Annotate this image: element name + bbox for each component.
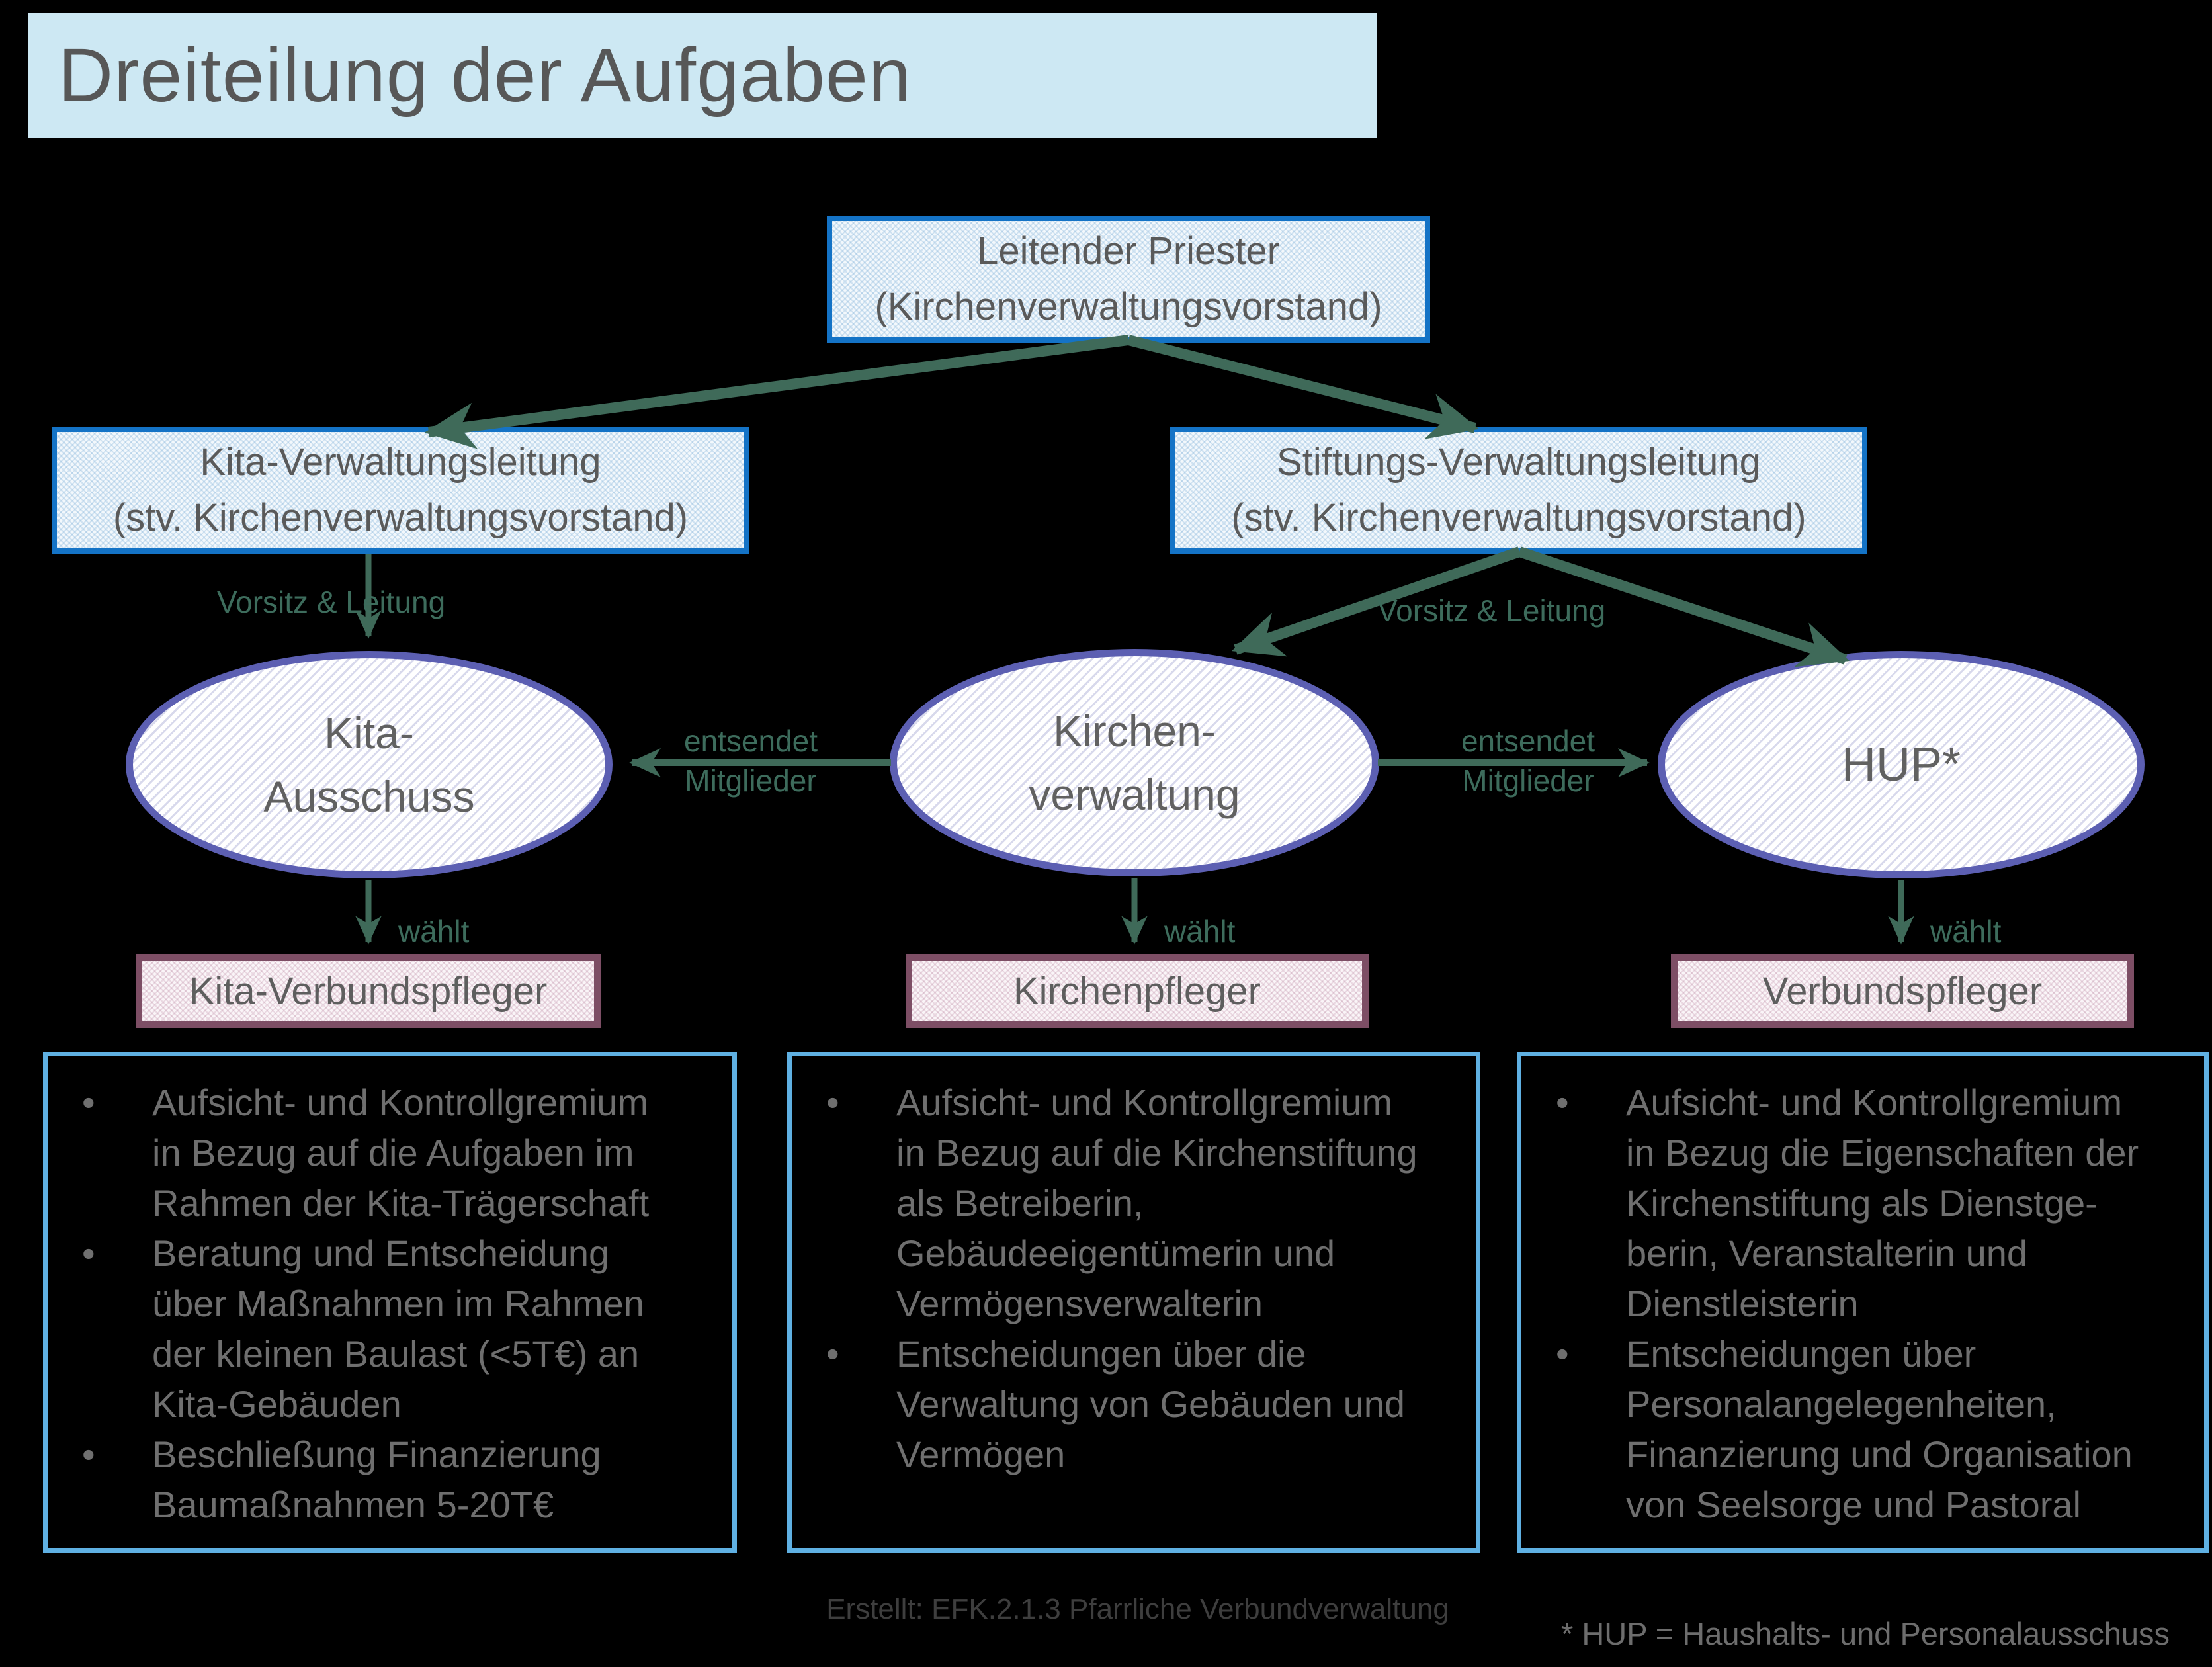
officer-kirchenpfleger: Kirchenpfleger bbox=[906, 954, 1369, 1028]
officer-kita-verbundspfleger-label: Kita-Verbundspfleger bbox=[189, 969, 548, 1013]
list-item: • Aufsicht- und Kontrollgremium in Bezug… bbox=[1556, 1078, 2179, 1329]
panel-kita-ausschuss-tasks: • Aufsicht- und Kontrollgremium in Bezug… bbox=[43, 1052, 737, 1553]
ellipse-kirchenverwaltung: Kirchen- verwaltung bbox=[890, 649, 1379, 876]
node-kita-verwaltungsleitung-line2: (stv. Kirchenverwaltungsvorstand) bbox=[112, 496, 689, 539]
panel-kirchenverwaltung-tasks: • Aufsicht- und Kontrollgremium in Bezug… bbox=[787, 1052, 1480, 1553]
node-leitender-priester: Leitender Priester (Kirchenverwaltungsvo… bbox=[827, 216, 1430, 343]
task-text: Beratung und Entscheidung über Maßnahmen… bbox=[152, 1232, 644, 1425]
node-stiftungs-verwaltungsleitung-line1: Stiftungs-Verwaltungsleitung bbox=[1277, 441, 1761, 484]
footer-hup-footnote: * HUP = Haushalts- und Personalausschuss bbox=[1560, 1616, 2170, 1651]
node-kita-verwaltungsleitung-line1: Kita-Verwaltungsleitung bbox=[200, 441, 601, 484]
title-bar: Dreiteilung der Aufgaben bbox=[28, 13, 1377, 138]
panel-hup-tasks: • Aufsicht- und Kontrollgremium in Bezug… bbox=[1517, 1052, 2209, 1553]
ellipse-kirchenverwaltung-line2: verwaltung bbox=[1029, 770, 1240, 819]
edge-label-entsendet-left-line1: entsendet bbox=[683, 724, 818, 758]
edge-label-vorsitz-leitung-left: Vorsitz & Leitung bbox=[217, 585, 446, 619]
task-text: Aufsicht- und Kontrollgremium in Bezug d… bbox=[1626, 1082, 2139, 1324]
task-text: Aufsicht- und Kontrollgremium in Bezug a… bbox=[152, 1082, 650, 1224]
list-item: • Aufsicht- und Kontrollgremium in Bezug… bbox=[82, 1078, 707, 1228]
list-item: • Beschließung Finanzierung Baumaßnahmen… bbox=[82, 1430, 707, 1530]
edge-label-vorsitz-leitung-right: Vorsitz & Leitung bbox=[1377, 593, 1606, 628]
task-text: Aufsicht- und Kontrollgremium in Bezug a… bbox=[896, 1082, 1418, 1324]
list-item: • Entscheidungen über die Verwaltung von… bbox=[826, 1329, 1451, 1480]
bullet-icon: • bbox=[82, 1232, 95, 1274]
ellipse-kita-ausschuss: Kita- Ausschuss bbox=[126, 651, 613, 878]
edge-priester-to-kita-leitung bbox=[424, 335, 1130, 449]
task-text: Entscheidungen über Personalangelegenhei… bbox=[1626, 1333, 2133, 1525]
officer-verbundspfleger-label: Verbundspfleger bbox=[1762, 969, 2043, 1013]
edge-label-entsendet-right-line2: Mitglieder bbox=[1462, 763, 1594, 798]
task-text: Beschließung Finanzierung Baumaßnahmen 5… bbox=[152, 1433, 601, 1525]
ellipse-kirchenverwaltung-line1: Kirchen- bbox=[1053, 706, 1216, 755]
officer-kita-verbundspfleger: Kita-Verbundspfleger bbox=[136, 954, 601, 1028]
task-text: Entscheidungen über die Verwaltung von G… bbox=[896, 1333, 1406, 1475]
bullet-icon: • bbox=[826, 1082, 839, 1123]
edge-label-entsendet-left-line2: Mitglieder bbox=[685, 763, 817, 798]
node-leitender-priester-line2: (Kirchenverwaltungsvorstand) bbox=[874, 285, 1382, 328]
list-item: • Entscheidungen über Personalangelegenh… bbox=[1556, 1329, 2179, 1530]
edge-label-waehlt-left: wählt bbox=[398, 914, 470, 949]
edge-label-entsendet-right-line1: entsendet bbox=[1461, 724, 1595, 758]
list-item: • Beratung und Entscheidung über Maßnahm… bbox=[82, 1228, 707, 1430]
officer-verbundspfleger: Verbundspfleger bbox=[1671, 954, 2134, 1028]
node-kita-verwaltungsleitung: Kita-Verwaltungsleitung (stv. Kirchenver… bbox=[52, 427, 749, 554]
node-leitender-priester-line1: Leitender Priester bbox=[977, 230, 1280, 273]
edge-label-waehlt-mid: wählt bbox=[1164, 914, 1236, 949]
bullet-icon: • bbox=[82, 1433, 95, 1475]
bullet-icon: • bbox=[1556, 1082, 1569, 1123]
ellipse-kita-ausschuss-line1: Kita- bbox=[324, 708, 414, 757]
ellipse-kita-ausschuss-line2: Ausschuss bbox=[263, 772, 475, 821]
bullet-icon: • bbox=[1556, 1333, 1569, 1375]
ellipse-hup: HUP* bbox=[1658, 651, 2145, 878]
edge-priester-to-stiftungs-leitung bbox=[1127, 335, 1480, 439]
page-title: Dreiteilung der Aufgaben bbox=[58, 33, 912, 118]
list-item: • Aufsicht- und Kontrollgremium in Bezug… bbox=[826, 1078, 1451, 1329]
edge-label-entsendet-left: entsendet Mitglieder bbox=[652, 721, 850, 800]
ellipse-hup-label: HUP* bbox=[1841, 738, 1961, 791]
edge-label-waehlt-right: wählt bbox=[1930, 914, 2002, 949]
node-stiftungs-verwaltungsleitung-line2: (stv. Kirchenverwaltungsvorstand) bbox=[1231, 496, 1807, 539]
bullet-icon: • bbox=[82, 1082, 95, 1123]
node-stiftungs-verwaltungsleitung: Stiftungs-Verwaltungsleitung (stv. Kirch… bbox=[1170, 427, 1867, 554]
edge-label-entsendet-right: entsendet Mitglieder bbox=[1429, 721, 1627, 800]
officer-kirchenpfleger-label: Kirchenpfleger bbox=[1013, 969, 1261, 1013]
footer-created-by: Erstellt: EFK.2.1.3 Pfarrliche Verbundve… bbox=[826, 1593, 1449, 1625]
bullet-icon: • bbox=[826, 1333, 839, 1375]
